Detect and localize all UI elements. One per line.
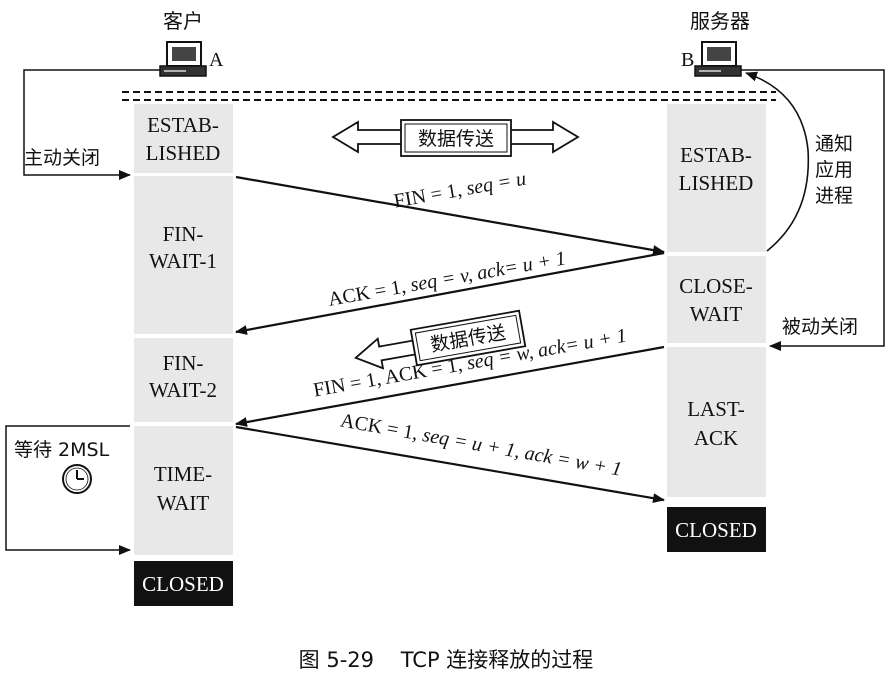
message-label-ack: ACK = 1, seq = v, ack= u + 1 (326, 247, 567, 310)
server-title: 服务器 (690, 9, 750, 33)
data-transfer-bidirectional: 数据传送 (331, 119, 580, 157)
wait-2msl-arrow (5, 425, 131, 555)
data-transfer-box-2 (409, 309, 527, 367)
client-computer-icon (159, 41, 207, 77)
server-computer-icon (694, 41, 742, 77)
notify-app-line2: 应用 (815, 159, 853, 181)
server-letter: B (681, 49, 694, 71)
client-state-fin-wait-1-line2: WAIT-1 (149, 249, 217, 273)
message-label-final-ack: ACK = 1, seq = u + 1, ack = w + 1 (339, 409, 624, 480)
passive-close-arrow (741, 69, 885, 351)
server-closed-box (667, 507, 766, 552)
server-state-established (667, 104, 766, 252)
client-state-fin-wait-2-line1: FIN- (163, 351, 204, 375)
server-state-last-ack-line2: ACK (694, 426, 738, 450)
message-arrow-final-ack (235, 425, 665, 504)
data-transfer-server-to-client: 数据传送 (354, 309, 527, 370)
wait-2msl-label: 等待 2MSL (14, 439, 110, 461)
notify-app-line1: 通知 (815, 133, 853, 155)
client-letter: A (209, 49, 224, 71)
client-state-established-line2: LISHED (146, 141, 221, 165)
message-arrow-fin (235, 175, 665, 256)
server-state-last-ack-line1: LAST- (687, 397, 745, 421)
data-transfer-box-1 (400, 119, 512, 157)
server-state-last-ack (667, 347, 766, 497)
server-state-column: ESTAB- LISHED CLOSE- WAIT LAST- ACK CLOS… (667, 104, 766, 552)
client-state-fin-wait-2-line2: WAIT-2 (149, 378, 217, 402)
message-label-fin: FIN = 1, seq = u (392, 168, 527, 213)
client-state-established-line1: ESTAB- (147, 113, 219, 137)
figure-caption: 图 5-29 TCP 连接释放的过程 (299, 648, 594, 672)
data-transfer-label-1: 数据传送 (418, 128, 494, 150)
client-state-fin-wait-2 (134, 338, 233, 422)
client-state-column: ESTAB- LISHED FIN- WAIT-1 FIN- WAIT-2 TI… (134, 104, 233, 606)
client-state-time-wait-line2: WAIT (157, 491, 210, 515)
message-arrow-fin-ack (235, 345, 665, 427)
clock-icon (62, 464, 92, 494)
active-close-arrow (23, 69, 160, 180)
server-state-established-line1: ESTAB- (680, 143, 752, 167)
server-state-established-line2: LISHED (679, 171, 754, 195)
active-close-label: 主动关闭 (24, 147, 100, 169)
client-state-time-wait (134, 426, 233, 555)
server-state-close-wait-line1: CLOSE- (679, 274, 753, 298)
client-state-fin-wait-1-line1: FIN- (163, 222, 204, 246)
client-state-established (134, 104, 233, 173)
passive-close-label: 被动关闭 (782, 316, 858, 338)
client-state-time-wait-line1: TIME- (154, 462, 212, 486)
client-state-fin-wait-1 (134, 176, 233, 334)
server-state-close-wait (667, 256, 766, 343)
client-closed-box (134, 561, 233, 606)
server-state-close-wait-line2: WAIT (690, 302, 743, 326)
message-arrow-ack (235, 251, 665, 335)
server-closed-label: CLOSED (675, 518, 757, 542)
client-title: 客户 (163, 9, 203, 33)
notify-app-arrow (745, 71, 810, 252)
client-closed-label: CLOSED (142, 572, 224, 596)
notify-app-line3: 进程 (815, 185, 853, 207)
